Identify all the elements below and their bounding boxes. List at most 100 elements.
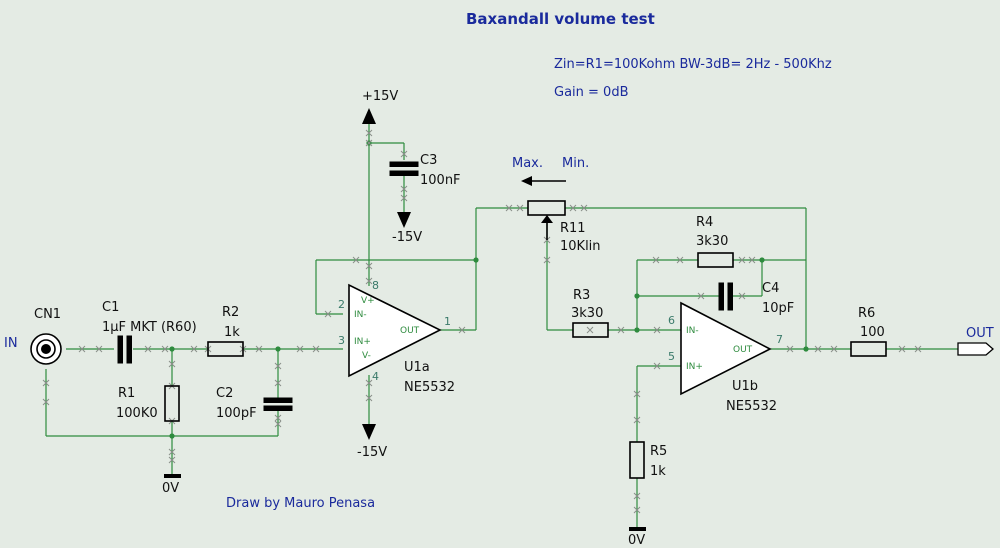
c2-capacitor[interactable] [263,397,293,411]
r4-ref: R4 [696,215,713,230]
pin-marker [365,379,373,387]
pin-marker [738,256,746,264]
pin-marker [617,326,625,334]
pin-marker [365,262,373,270]
pin-marker [580,204,588,212]
r4-resistor[interactable] [697,252,734,268]
c2-ref: C2 [216,386,233,401]
cn1-connector[interactable] [30,333,62,365]
pin-marker [400,185,408,193]
r6-value: 100 [860,325,885,340]
ground-label-r1: 0V [162,481,179,496]
u1b-pin5-number: 5 [668,350,675,363]
pin-marker [324,310,332,318]
u1a-pin-inplus: IN+ [354,337,371,347]
junction-dot [275,346,281,352]
u1a-pin4-number: 4 [372,370,379,383]
pot-min-label: Min. [562,156,589,171]
spec-line-1: Zin=R1=100Kohm BW-3dB= 2Hz - 500Khz [554,57,832,72]
r11-potentiometer[interactable] [527,200,566,240]
author-credit: Draw by Mauro Penasa [226,496,375,511]
pin-marker [255,345,263,353]
junction-dot [169,346,175,352]
pos-supply-arrow [362,108,376,124]
pin-marker [676,256,684,264]
pin-marker [274,420,282,428]
r1-resistor[interactable] [164,385,180,422]
pin-marker [296,345,304,353]
u1a-pin-inminus: IN- [354,310,367,320]
pin-marker [95,345,103,353]
pin-marker [543,256,551,264]
neg-supply-arrow-u1a [362,424,376,440]
pin-marker [653,362,661,370]
out-port[interactable] [957,342,994,356]
pin-marker [697,292,705,300]
pin-marker [168,448,176,456]
c3-capacitor[interactable] [389,161,419,176]
ground-symbol-r1 [164,474,181,478]
r3-value: 3k30 [571,306,603,321]
r5-resistor[interactable] [629,441,645,479]
r6-resistor[interactable] [850,341,887,357]
pin-marker [312,345,320,353]
r3-resistor[interactable] [572,322,609,338]
r5-ref: R5 [650,444,667,459]
c4-value: 10pF [762,301,794,316]
junction-dot [634,293,640,299]
r2-resistor[interactable] [207,341,244,357]
u1a-opamp[interactable] [348,283,442,378]
u1b-pin-out: OUT [733,345,753,355]
pin-marker [161,345,169,353]
junction-dot [169,433,175,439]
u1b-pin-inplus: IN+ [686,362,703,372]
pin-markers [42,129,922,514]
u1b-opamp[interactable] [680,301,772,396]
junction-dot [759,257,765,263]
u1a-value: NE5532 [404,380,455,395]
c3-ref: C3 [420,153,437,168]
pin-marker [274,414,282,422]
pin-marker [633,390,641,398]
pin-marker [168,456,176,464]
pin-marker [569,204,577,212]
ground-symbol-r5 [629,527,646,531]
pin-marker [505,204,513,212]
r11-ref: R11 [560,221,586,236]
out-port-label: OUT [966,326,994,341]
pin-marker [653,326,661,334]
r3-ref: R3 [573,288,590,303]
neg-supply-arrow-c3 [397,212,411,228]
schematic-title: Baxandall volume test [466,10,655,28]
pin-marker [352,256,360,264]
pin-marker [274,362,282,370]
pin-marker [42,398,50,406]
pin-marker [633,492,641,500]
r2-value: 1k [224,325,240,340]
pin-marker [652,256,660,264]
pin-marker [168,360,176,368]
pin-marker [365,129,373,137]
pin-marker [144,345,152,353]
c1-capacitor[interactable] [117,335,132,364]
u1a-pin2-number: 2 [338,298,345,311]
r2-ref: R2 [222,305,239,320]
pot-max-label: Max. [512,156,543,171]
u1b-pin-inminus: IN- [686,326,699,336]
pos-supply-label: +15V [362,89,398,104]
pin-marker [633,416,641,424]
junction-dot [634,327,640,333]
u1a-pin8-number: 8 [372,279,379,292]
pin-marker [898,345,906,353]
neg-supply-label-c3: -15V [392,230,422,245]
u1a-pin3-number: 3 [338,334,345,347]
c1-ref: C1 [102,300,119,315]
pin-marker [190,345,198,353]
pin-marker [633,506,641,514]
volume-direction-arrow [521,176,566,186]
u1b-value: NE5532 [726,399,777,414]
pin-marker [914,345,922,353]
c4-capacitor[interactable] [718,282,733,311]
u1a-pin-vminus: V- [362,351,371,361]
